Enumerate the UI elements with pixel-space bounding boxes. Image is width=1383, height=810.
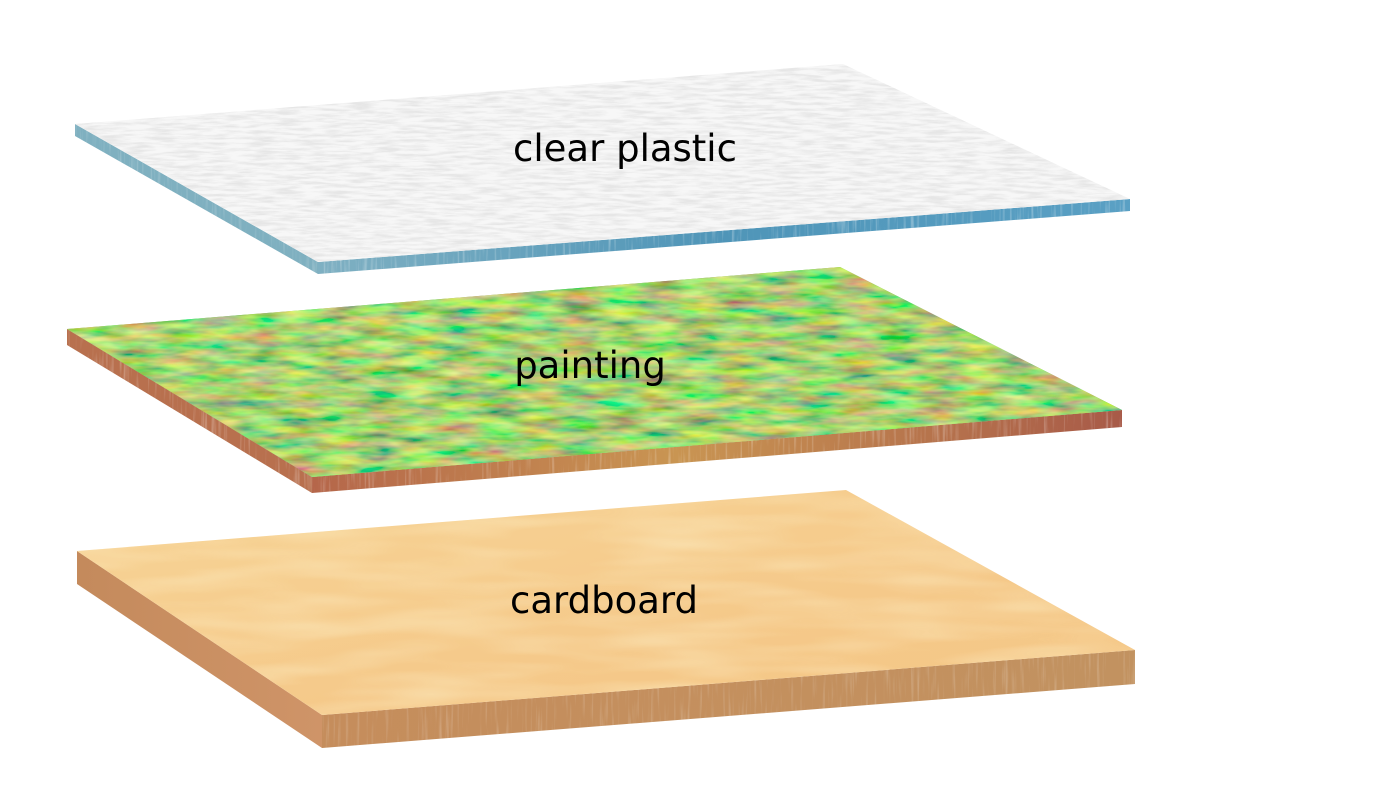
painting-label: painting	[514, 344, 666, 387]
layer-cardboard: cardboard	[77, 490, 1135, 748]
cardboard-left-edge	[77, 551, 322, 748]
cardboard-label: cardboard	[510, 579, 698, 622]
layer-clear-plastic: clear plastic	[75, 64, 1130, 274]
layer-painting: painting	[67, 267, 1122, 493]
clear-plastic-label: clear plastic	[513, 127, 737, 170]
